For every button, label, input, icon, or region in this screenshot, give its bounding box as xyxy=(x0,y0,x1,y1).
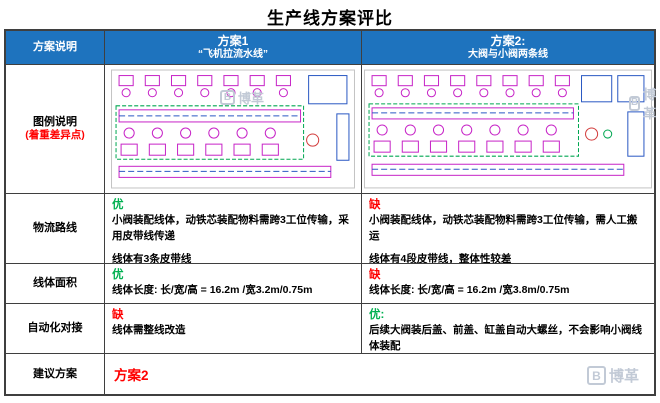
area-plan2-cell: 缺 线体长度: 长/宽/高 = 16.2m /宽3.8m/0.75m xyxy=(362,264,654,304)
plan2-title: 方案2: xyxy=(490,33,526,48)
logistics-plan2-verdict: 缺 xyxy=(369,199,381,211)
area-plan2-text: 线体长度: 长/宽/高 = 16.2m /宽3.8m/0.75m xyxy=(369,284,570,297)
watermark-text: 博革 xyxy=(609,368,640,385)
automation-row-label: 自动化对接 xyxy=(6,304,105,354)
watermark: B 博革 xyxy=(587,365,639,386)
automation-plan2-verdict: 优: xyxy=(369,309,385,321)
logistics-plan1-text: 小阀装配线体，动铁芯装配物料需跨3工位传输，采用皮带线传递 xyxy=(112,214,349,243)
page-title: 生产线方案评比 xyxy=(267,9,393,28)
legend-label: 图例说明 xyxy=(33,116,77,129)
watermark-text: 博革 xyxy=(643,87,657,121)
area-plan1-text: 线体长度: 长/宽/高 = 16.2m /宽3.2m/0.75m xyxy=(112,284,313,297)
plan1-diagram-cell xyxy=(105,65,362,194)
watermark-logo-icon: B xyxy=(220,90,235,105)
area-row-label: 线体面积 xyxy=(6,264,105,304)
area-plan1-verdict: 优 xyxy=(112,269,124,281)
logistics-plan2-text: 小阀装配线体，动铁芯装配物料需跨3工位传输，需人工搬运 xyxy=(369,214,638,243)
plan2-subtitle: 大阀与小阀两条线 xyxy=(468,48,548,60)
logistics-row-label: 物流路线 xyxy=(6,194,105,264)
header-plan-description-label: 方案说明 xyxy=(33,40,77,53)
logistics-plan2-cell: 缺 小阀装配线体，动铁芯装配物料需跨3工位传输，需人工搬运 线体有4段皮带线，整… xyxy=(362,194,654,264)
plan1-subtitle: “飞机拉流水线” xyxy=(198,48,268,60)
automation-plan2-text: 后续大阀装后盖、前盖、缸盖自动大螺丝，不会影响小阀线体装配 xyxy=(369,324,642,353)
legend-note: (着重差异点) xyxy=(25,129,85,142)
area-plan2-verdict: 缺 xyxy=(369,269,381,281)
legend-row-label: 图例说明 (着重差异点) xyxy=(6,65,105,194)
watermark-logo-icon: B xyxy=(629,95,641,111)
logistics-plan1-text2: 线体有3条皮带线 xyxy=(112,252,192,264)
logistics-plan1-verdict: 优 xyxy=(112,199,124,211)
logistics-plan1-cell: 优 小阀装配线体，动铁芯装配物料需跨3工位传输，采用皮带线传递 线体有3条皮带线 xyxy=(105,194,362,264)
recommendation-row-label: 建议方案 xyxy=(6,354,105,394)
watermark: B 博革 xyxy=(629,84,660,122)
watermark: B 博革 xyxy=(220,88,264,107)
watermark-logo-icon: B xyxy=(587,366,606,385)
plan1-layout-diagram xyxy=(111,69,355,189)
header-plan-description: 方案说明 xyxy=(6,31,105,65)
recommendation-value: 方案2 xyxy=(114,368,149,383)
area-plan1-cell: 优 线体长度: 长/宽/高 = 16.2m /宽3.2m/0.75m xyxy=(105,264,362,304)
plan2-layout-diagram xyxy=(364,69,652,189)
plan1-title: 方案1 xyxy=(217,33,249,48)
automation-plan2-cell: 优: 后续大阀装后盖、前盖、缸盖自动大螺丝，不会影响小阀线体装配 xyxy=(362,304,654,354)
watermark-text: 博革 xyxy=(238,91,265,106)
automation-plan1-cell: 缺 线体需整线改造 xyxy=(105,304,362,354)
automation-plan1-text: 线体需整线改造 xyxy=(112,324,186,337)
logistics-plan2-text2: 线体有4段皮带线，整体性较差 xyxy=(369,252,512,264)
automation-plan1-verdict: 缺 xyxy=(112,309,124,321)
plan2-diagram-cell xyxy=(362,65,654,194)
comparison-table: 方案说明 方案1 “飞机拉流水线” 方案2: 大阀与小阀两条线 图例说明 (着重… xyxy=(4,29,656,396)
header-plan2: 方案2: 大阀与小阀两条线 xyxy=(362,31,654,65)
header-plan1: 方案1 “飞机拉流水线” xyxy=(105,31,362,65)
recommendation-cell: 方案2 xyxy=(105,354,654,394)
